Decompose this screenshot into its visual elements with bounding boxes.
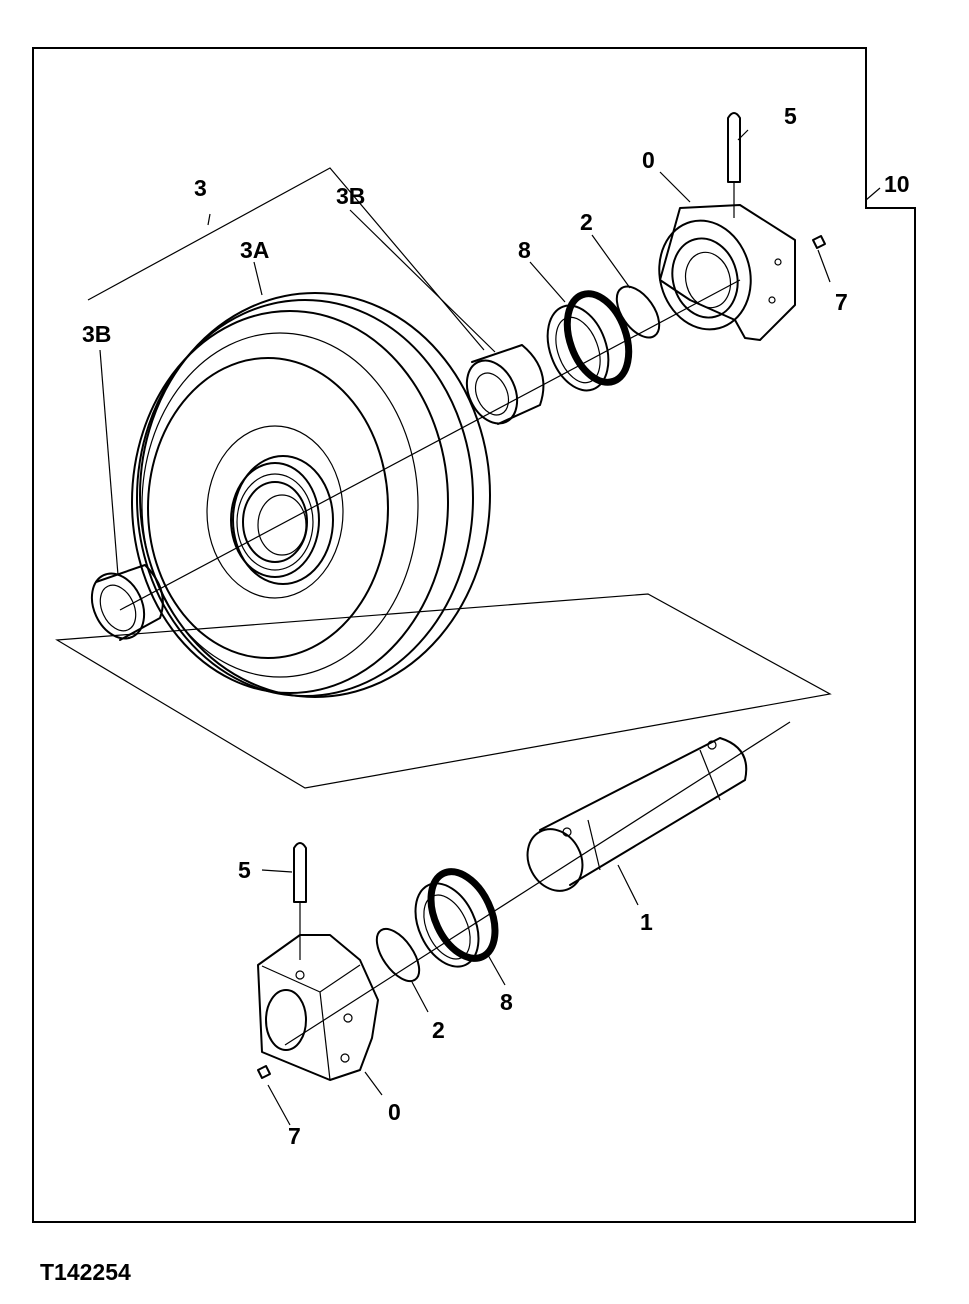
axis-bottom: [284, 721, 791, 1046]
callout-0-top: 0: [642, 147, 655, 173]
housing-0-top: [658, 204, 796, 341]
plug-7-top: [812, 235, 826, 249]
housing-0-bottom: [257, 934, 379, 1081]
axis-top: [119, 279, 741, 611]
callout-10: 10: [884, 171, 910, 197]
callout-3b-right: 3B: [336, 183, 365, 209]
callout-0-bottom: 0: [388, 1099, 401, 1125]
callout-1: 1: [640, 909, 653, 935]
leader-lines: [99, 129, 881, 1126]
callout-3: 3: [194, 175, 207, 201]
assembly-frame: [32, 47, 916, 1223]
plug-7-bottom: [257, 1065, 271, 1079]
pin-5-top: [727, 112, 741, 218]
callout-3a: 3A: [240, 237, 269, 263]
group-bracket-3-stem: [207, 213, 211, 226]
callout-3b-left: 3B: [82, 321, 111, 347]
seal-8-top: [546, 290, 633, 392]
callout-7-top: 7: [835, 289, 848, 315]
shaft-1: [526, 737, 748, 892]
seal-8-bottom: [414, 868, 499, 968]
bushing-3b-right: [465, 344, 545, 425]
callout-8-top: 8: [518, 237, 531, 263]
figure-id: T142254: [40, 1259, 131, 1285]
bushing-3b-left: [90, 564, 164, 641]
callout-8-bottom: 8: [500, 989, 513, 1015]
group-bracket-3: [87, 167, 485, 351]
callout-5-bottom: 5: [238, 857, 251, 883]
snap-ring-2-top: [615, 285, 661, 339]
group-plane-wheel: [55, 593, 832, 789]
pin-5-bottom: [293, 842, 307, 960]
snap-ring-2-bottom: [375, 927, 421, 983]
idler-wheel: [131, 292, 491, 698]
callout-5-top: 5: [784, 103, 797, 129]
callout-2-bottom: 2: [432, 1017, 445, 1043]
callout-7-bottom: 7: [288, 1123, 301, 1149]
callout-2-top: 2: [580, 209, 593, 235]
